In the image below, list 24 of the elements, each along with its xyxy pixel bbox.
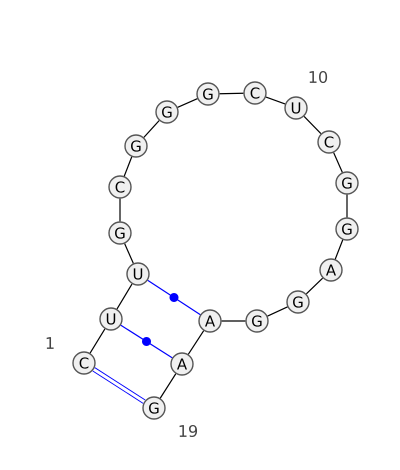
backbone-line (346, 194, 348, 218)
backbone-line (304, 116, 322, 134)
backbone-line (306, 278, 324, 294)
backbone-line (124, 243, 134, 264)
backbone-line (90, 328, 106, 354)
base-pair-line (120, 324, 172, 358)
backbone-line (124, 156, 132, 176)
position-number: 19 (180, 424, 198, 438)
backbone-line (266, 96, 286, 105)
position-number: 10 (310, 70, 328, 84)
backbone-line (160, 374, 176, 398)
backbone-line (333, 152, 343, 173)
position-number: 1 (46, 337, 54, 349)
backbone-line (267, 306, 288, 317)
backbone-line (334, 240, 344, 260)
backbone-line (220, 92, 244, 94)
base-pair-line (92, 367, 146, 404)
backbone-line (116, 284, 132, 310)
backbone-line (143, 120, 160, 138)
backbone-line (188, 330, 204, 355)
backbone-line (222, 320, 246, 322)
base-pair-line (147, 280, 201, 316)
backbone-line (119, 198, 121, 222)
backbone-line (177, 98, 198, 108)
